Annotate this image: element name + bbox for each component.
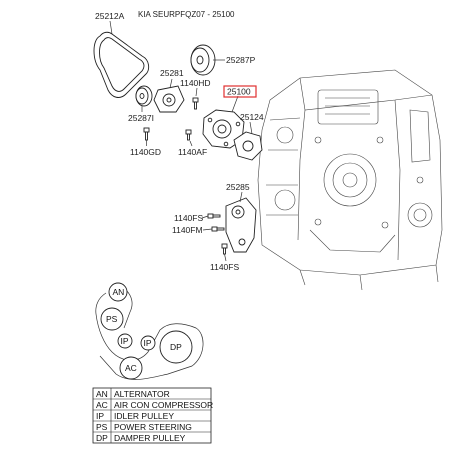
callout-1140af: 1140AF [178,147,207,157]
idler-pulley-25287p [190,44,216,76]
callout-25287p: 25287P [226,55,256,65]
legend-code-3: PS [96,422,108,432]
pulley-ps-label: PS [106,314,118,324]
tensioner-arm-25281 [153,85,185,113]
legend-code-4: DP [96,433,108,443]
callout-25287i: 25287I [128,113,154,123]
callout-25281: 25281 [160,68,184,78]
pulley-ip-2-label: IP [144,338,152,348]
bolt-1140fs-upper [207,213,221,219]
callout-1140fs-lower: 1140FS [210,262,239,272]
callout-25285: 25285 [226,182,250,192]
bolt-1140af [185,129,192,141]
water-pump-25100 [202,109,245,149]
callout-25124: 25124 [240,112,264,122]
diagram-header: KIA SEURPFQZ07 - 25100 [138,10,235,19]
pulley-ip-2 [140,335,156,351]
callout-25212a: 25212A [95,11,125,21]
bolt-1140fm [211,226,225,232]
legend-name-4: DAMPER PULLEY [114,433,186,443]
drive-belt [93,31,150,98]
pulley-ac [119,356,143,380]
tensioner-bracket-25285 [225,197,257,253]
pulley-ip-1 [117,333,133,349]
pulley-ps [100,307,124,331]
legend-code-1: AC [96,400,108,410]
bolt-1140hd [192,97,199,110]
bolt-1140gd [143,127,150,141]
pulley-an-label: AN [113,287,125,297]
legend-name-1: AIR CON COMPRESSOR [114,400,213,410]
callout-25100: 25100 [227,87,251,97]
callout-1140fm: 1140FM [172,225,203,235]
belt-routing-diagram: AN PS IP IP DP AC [95,282,204,380]
callout-1140hd: 1140HD [180,78,211,88]
pulley-ip-1-label: IP [121,336,129,346]
pulley-ac-label: AC [125,363,137,373]
legend-table: AN ALTERNATOR AC AIR CON COMPRESSOR IP I… [92,387,213,444]
legend-name-2: IDLER PULLEY [114,411,174,421]
pulley-dp [159,330,193,364]
legend-code-2: IP [96,411,104,421]
callout-1140fs-upper: 1140FS [174,213,203,223]
idler-pulley-25287i [135,85,153,107]
pulley-an [108,282,128,302]
legend-name-3: POWER STEERING [114,422,192,432]
legend-code-0: AN [96,389,108,399]
legend-name-0: ALTERNATOR [114,389,170,399]
belt-route [95,292,204,380]
gasket-25124 [233,131,263,161]
bolt-1140fs-lower [221,243,228,255]
callout-1140gd: 1140GD [130,147,161,157]
callout-25100-highlight [223,85,257,98]
engine-block [257,69,443,291]
pulley-dp-label: DP [170,342,182,352]
